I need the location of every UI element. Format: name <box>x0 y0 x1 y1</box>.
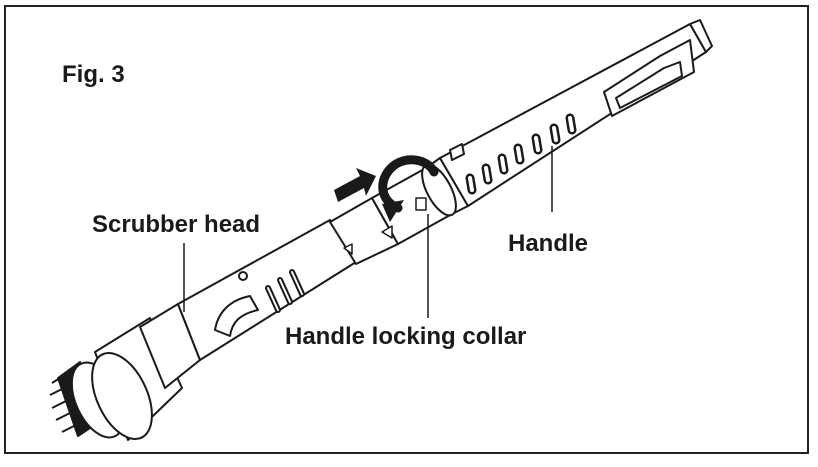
label-handle: Handle <box>508 230 589 257</box>
figure-frame <box>4 5 809 454</box>
label-locking-collar: Handle locking collar <box>285 323 527 350</box>
push-arrow-icon <box>334 168 376 202</box>
figure-number: Fig. 3 <box>62 61 125 88</box>
rotate-arrow-icon <box>378 155 439 213</box>
label-scrubber-head: Scrubber head <box>92 211 261 238</box>
lock-triangle-icon <box>381 225 393 239</box>
